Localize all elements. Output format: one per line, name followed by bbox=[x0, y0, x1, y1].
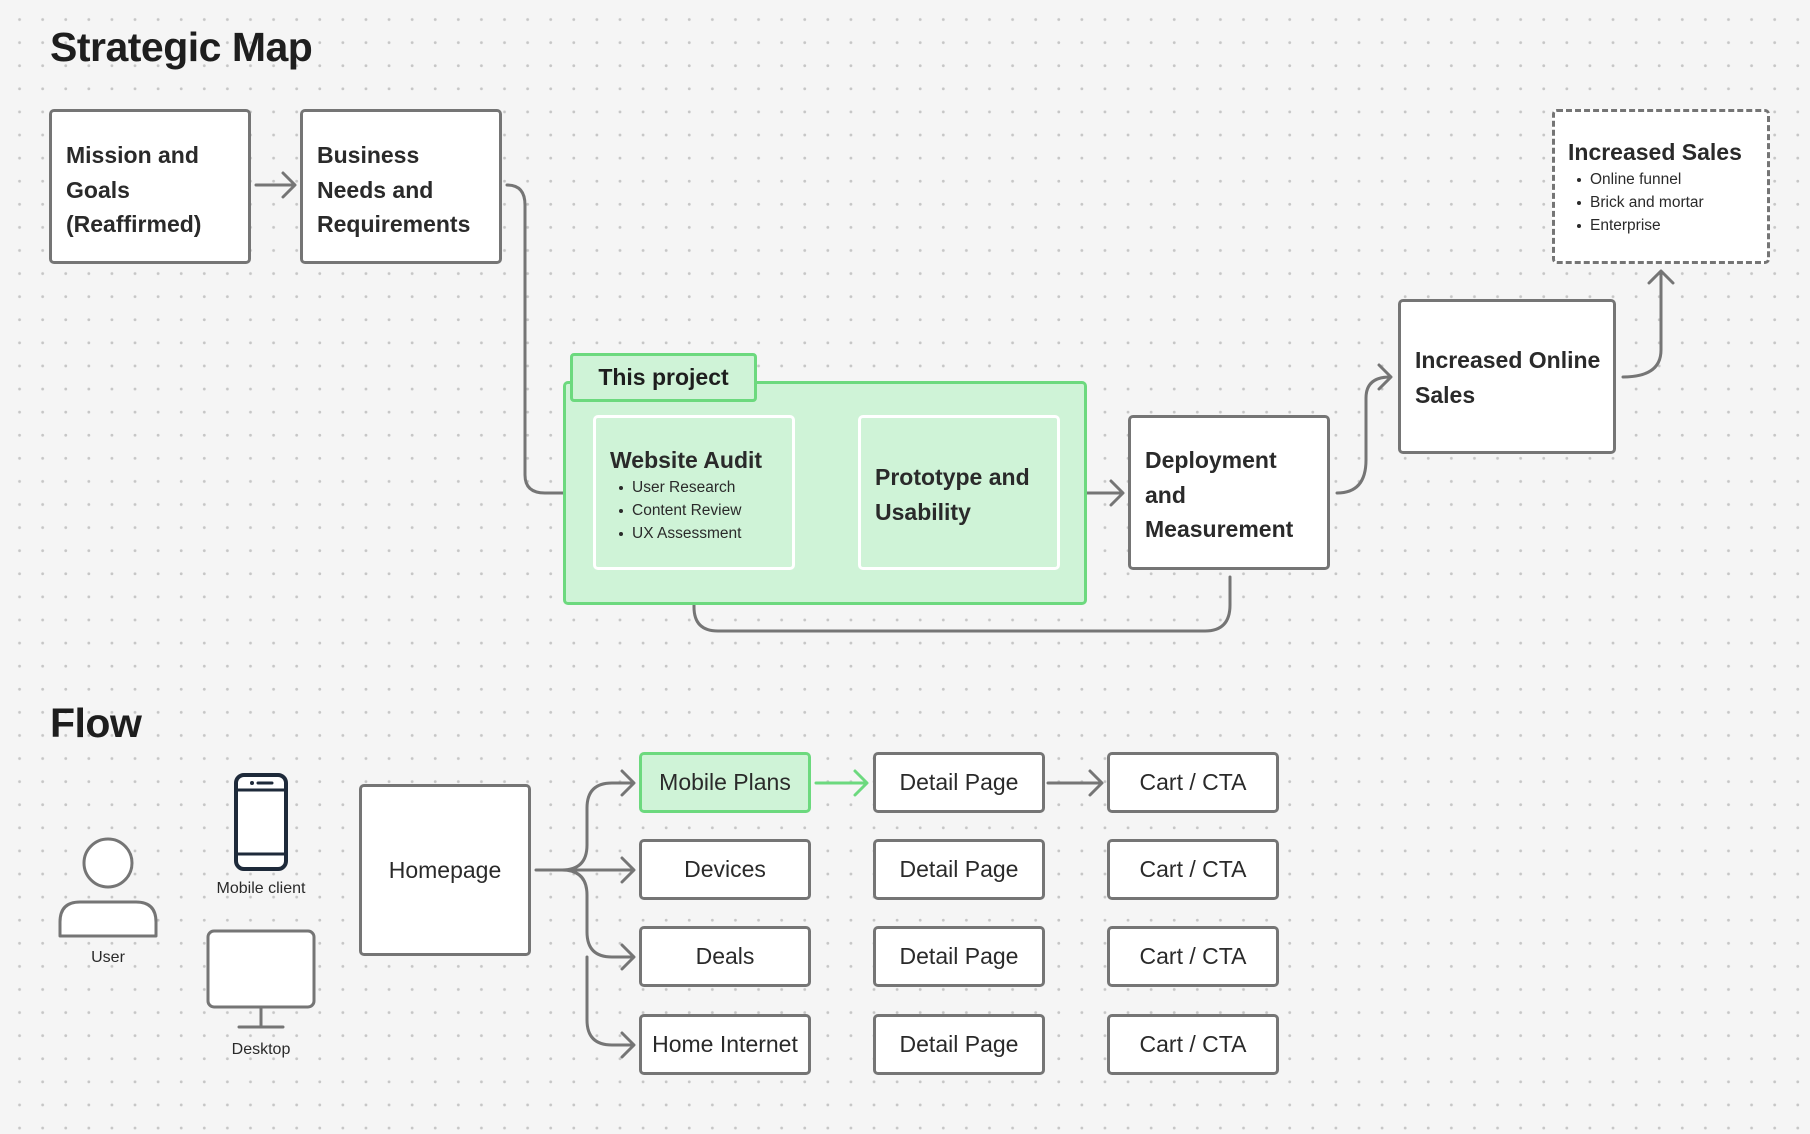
business-needs-card[interactable]: Business Needs and Requirements bbox=[300, 109, 502, 264]
prototype-label: Prototype and Usability bbox=[875, 464, 1030, 525]
increased-online-sales-card[interactable]: Increased Online Sales bbox=[1398, 299, 1616, 454]
prototype-card[interactable]: Prototype and Usability bbox=[858, 415, 1060, 570]
cart-cta-box[interactable]: Cart / CTA bbox=[1107, 926, 1279, 987]
mission-label: Mission and Goals (Reaffirmed) bbox=[66, 142, 202, 237]
bullet-user-research: User Research bbox=[610, 476, 786, 499]
cart-cta-label: Cart / CTA bbox=[1139, 943, 1247, 969]
increased-online-sales-label: Increased Online Sales bbox=[1415, 347, 1601, 408]
category-label: Mobile Plans bbox=[659, 769, 791, 795]
desktop-label: Desktop bbox=[231, 1041, 291, 1058]
website-audit-card[interactable]: Website Audit User Research Content Revi… bbox=[593, 415, 795, 570]
cart-cta-box[interactable]: Cart / CTA bbox=[1107, 839, 1279, 900]
bullet-brick-and-mortar: Brick and mortar bbox=[1568, 191, 1763, 214]
connector-branch-home-internet bbox=[585, 955, 635, 1047]
arrowhead-home-internet bbox=[620, 1031, 636, 1059]
category-box-devices[interactable]: Devices bbox=[639, 839, 811, 900]
category-label: Deals bbox=[695, 943, 755, 969]
detail-page-label: Detail Page bbox=[899, 769, 1019, 795]
mobile-client-label: Mobile client bbox=[216, 880, 306, 897]
arrowhead-deployment bbox=[1109, 479, 1125, 507]
bullet-ux-assessment: UX Assessment bbox=[610, 522, 786, 545]
detail-page-label: Detail Page bbox=[899, 1031, 1019, 1057]
detail-page-label: Detail Page bbox=[899, 943, 1019, 969]
cart-cta-label: Cart / CTA bbox=[1139, 1031, 1247, 1057]
deployment-label: Deployment and Measurement bbox=[1145, 447, 1294, 542]
arrowhead-devices bbox=[620, 856, 636, 884]
arrowhead-mobile-plans bbox=[620, 769, 636, 797]
detail-page-box[interactable]: Detail Page bbox=[873, 1014, 1045, 1075]
arrowhead-deals bbox=[620, 943, 636, 971]
deployment-card[interactable]: Deployment and Measurement bbox=[1128, 415, 1330, 570]
bullet-content-review: Content Review bbox=[610, 499, 786, 522]
arrowhead-online-sales bbox=[1377, 363, 1393, 391]
category-box-deals[interactable]: Deals bbox=[639, 926, 811, 987]
detail-page-box[interactable]: Detail Page bbox=[873, 839, 1045, 900]
mobile-phone-icon bbox=[232, 772, 290, 877]
category-box-mobile-plans[interactable]: Mobile Plans bbox=[639, 752, 811, 813]
mission-card[interactable]: Mission and Goals (Reaffirmed) bbox=[49, 109, 251, 264]
cart-cta-label: Cart / CTA bbox=[1139, 856, 1247, 882]
cart-cta-label: Cart / CTA bbox=[1139, 769, 1247, 795]
connector-branch-mobile-plans bbox=[560, 781, 635, 872]
arrowhead-business bbox=[281, 171, 297, 199]
category-box-home-internet[interactable]: Home Internet bbox=[639, 1014, 811, 1075]
user-icon bbox=[56, 836, 160, 943]
bullet-enterprise: Enterprise bbox=[1568, 214, 1763, 237]
arrowhead-cart bbox=[1088, 769, 1104, 797]
website-audit-title: Website Audit bbox=[610, 447, 763, 473]
connector-deployment-to-online-sales bbox=[1335, 375, 1392, 495]
desktop-icon bbox=[205, 928, 317, 1035]
detail-page-box[interactable]: Detail Page bbox=[873, 752, 1045, 813]
homepage-box[interactable]: Homepage bbox=[359, 784, 531, 956]
category-label: Devices bbox=[684, 856, 766, 882]
detail-page-label: Detail Page bbox=[899, 856, 1019, 882]
business-needs-label: Business Needs and Requirements bbox=[317, 142, 471, 237]
arrowhead-sales bbox=[1647, 269, 1675, 285]
bullet-online-funnel: Online funnel bbox=[1568, 168, 1763, 191]
arrowhead-detail-highlight bbox=[853, 769, 869, 797]
user-label: User bbox=[91, 949, 125, 966]
homepage-label: Homepage bbox=[388, 856, 502, 883]
detail-page-box[interactable]: Detail Page bbox=[873, 926, 1045, 987]
increased-sales-card[interactable]: Increased Sales Online funnel Brick and … bbox=[1552, 109, 1770, 264]
website-audit-bullets: User Research Content Review UX Assessme… bbox=[610, 476, 786, 545]
category-label: Home Internet bbox=[652, 1031, 798, 1057]
cart-cta-box[interactable]: Cart / CTA bbox=[1107, 1014, 1279, 1075]
this-project-label: This project bbox=[570, 353, 757, 402]
strategic-map-title: Strategic Map bbox=[50, 24, 313, 70]
cart-cta-box[interactable]: Cart / CTA bbox=[1107, 752, 1279, 813]
connector-branch-deals bbox=[560, 868, 635, 959]
connector-online-sales-to-sales bbox=[1621, 270, 1663, 379]
increased-sales-bullets: Online funnel Brick and mortar Enterpris… bbox=[1568, 168, 1763, 237]
increased-sales-title: Increased Sales bbox=[1568, 139, 1742, 165]
flow-title: Flow bbox=[50, 700, 142, 746]
